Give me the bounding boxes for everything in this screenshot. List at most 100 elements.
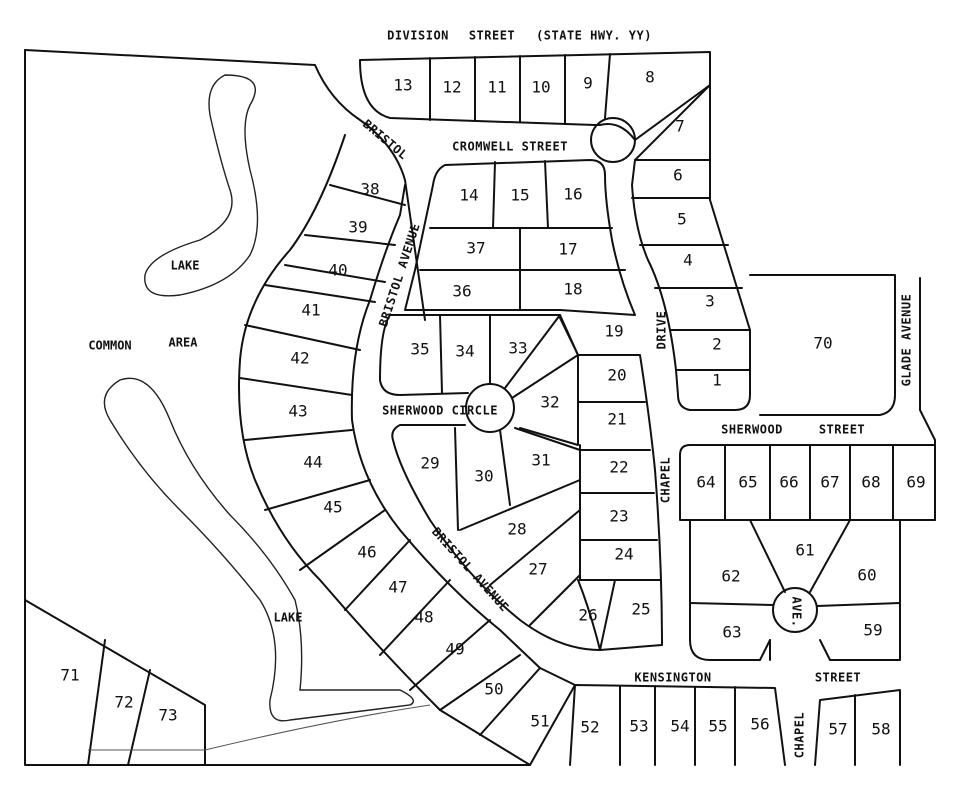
lot-number-49: 49 — [445, 640, 464, 659]
lot-number-65: 65 — [738, 473, 757, 492]
lot-number-73: 73 — [158, 706, 177, 725]
lot-number-4: 4 — [683, 251, 693, 270]
lot-number-67: 67 — [820, 473, 839, 492]
common-label: COMMON — [88, 339, 131, 353]
lot-number-5: 5 — [677, 210, 687, 229]
lot-number-57: 57 — [828, 720, 847, 739]
lot-number-6: 6 — [673, 166, 683, 185]
lot-number-38: 38 — [360, 180, 379, 199]
lot-number-62: 62 — [721, 567, 740, 586]
lot-number-21: 21 — [607, 410, 626, 429]
lot-number-63: 63 — [722, 623, 741, 642]
lot-number-7: 7 — [675, 117, 685, 136]
lot-number-32: 32 — [540, 393, 559, 412]
lot-number-42: 42 — [290, 349, 309, 368]
block-division — [359, 51, 711, 163]
block-sherwood-south — [679, 444, 936, 521]
lot-number-22: 22 — [609, 458, 628, 477]
lot-number-17: 17 — [558, 240, 577, 259]
division-street-label-3: (STATE HWY. YY) — [536, 29, 652, 43]
lot-number-15: 15 — [510, 186, 529, 205]
lot-number-51: 51 — [530, 712, 549, 731]
division-street-label-1: DIVISION — [387, 29, 449, 43]
division-street-label-2: STREET — [469, 29, 515, 43]
lot-number-28: 28 — [507, 520, 526, 539]
glade-avenue-label: GLADE AVENUE — [900, 294, 914, 387]
lot-number-59: 59 — [863, 621, 882, 640]
lot-number-37: 37 — [466, 239, 485, 258]
lot-number-50: 50 — [484, 680, 503, 699]
lot-number-1: 1 — [712, 371, 722, 390]
bristol-avenue-upper-label: BRISTOL AVENUE — [376, 221, 423, 328]
lot-number-29: 29 — [420, 454, 439, 473]
lot-number-71: 71 — [60, 666, 79, 685]
block-east — [631, 84, 751, 411]
lakes — [88, 74, 431, 751]
lot-number-10: 10 — [531, 78, 550, 97]
cromwell-street-label: CROMWELL STREET — [452, 140, 568, 154]
lot-number-66: 66 — [779, 473, 798, 492]
lot-number-30: 30 — [474, 467, 493, 486]
lot-number-23: 23 — [609, 507, 628, 526]
lake-lower-label: LAKE — [274, 611, 303, 625]
block-kensington-south — [529, 684, 901, 766]
sherwood-circle-label: SHERWOOD CIRCLE — [382, 404, 498, 418]
ave-label: AVE. — [790, 597, 804, 628]
block-chapel-west — [559, 317, 663, 651]
lot-number-54: 54 — [670, 717, 689, 736]
lot-number-2: 2 — [712, 335, 722, 354]
lot-number-70: 70 — [813, 334, 832, 353]
lot-number-47: 47 — [388, 578, 407, 597]
lot-number-52: 52 — [580, 718, 599, 737]
lot-number-27: 27 — [528, 560, 547, 579]
lot-number-58: 58 — [871, 720, 890, 739]
lot-number-44: 44 — [303, 453, 322, 472]
lot-number-13: 13 — [393, 76, 412, 95]
lot-number-36: 36 — [452, 282, 471, 301]
lot-number-35: 35 — [410, 340, 429, 359]
lot-number-55: 55 — [708, 717, 727, 736]
area-label: AREA — [169, 336, 199, 350]
block-cromwell — [404, 159, 636, 316]
lot-number-24: 24 — [614, 545, 633, 564]
lot-number-26: 26 — [578, 606, 597, 625]
bristol-avenue-lower-label: BRISTOL AVENUE — [429, 525, 512, 615]
lake-upper-label: LAKE — [171, 259, 200, 273]
lot-number-11: 11 — [487, 78, 506, 97]
lot-number-40: 40 — [328, 261, 347, 280]
boundary-lines — [24, 49, 531, 766]
lot-number-64: 64 — [696, 473, 715, 492]
bristol-top-label: BRISTOL — [360, 117, 410, 162]
lot-number-72: 72 — [114, 693, 133, 712]
chapel-drive-label-2: CHAPEL — [659, 457, 673, 503]
lot-number-19: 19 — [604, 322, 623, 341]
block-bristol-west — [238, 134, 576, 766]
lot-number-69: 69 — [906, 473, 925, 492]
chapel-lower-label: CHAPEL — [793, 712, 807, 758]
block-circle-south — [391, 424, 601, 651]
lot-number-39: 39 — [348, 218, 367, 237]
chapel-drive-label-1: DRIVE — [655, 311, 669, 350]
sherwood-street-label-1: SHERWOOD — [721, 423, 783, 437]
lot-number-9: 9 — [583, 74, 593, 93]
kensington-street-label: STREET — [815, 671, 861, 685]
lot-number-56: 56 — [750, 715, 769, 734]
lot-number-41: 41 — [301, 301, 320, 320]
lot-number-12: 12 — [442, 78, 461, 97]
kensington-label: KENSINGTON — [634, 671, 711, 685]
lot-number-34: 34 — [455, 342, 474, 361]
lot-number-20: 20 — [607, 366, 626, 385]
lot-number-31: 31 — [531, 451, 550, 470]
lot-number-25: 25 — [631, 600, 650, 619]
lot-number-3: 3 — [705, 292, 715, 311]
block-chapel-ave — [689, 519, 901, 661]
lot-number-60: 60 — [857, 566, 876, 585]
lot-number-45: 45 — [323, 498, 342, 517]
lot-number-16: 16 — [563, 185, 582, 204]
lot-number-53: 53 — [629, 717, 648, 736]
lot-number-68: 68 — [861, 473, 880, 492]
lot-number-43: 43 — [288, 402, 307, 421]
lot-number-48: 48 — [414, 608, 433, 627]
